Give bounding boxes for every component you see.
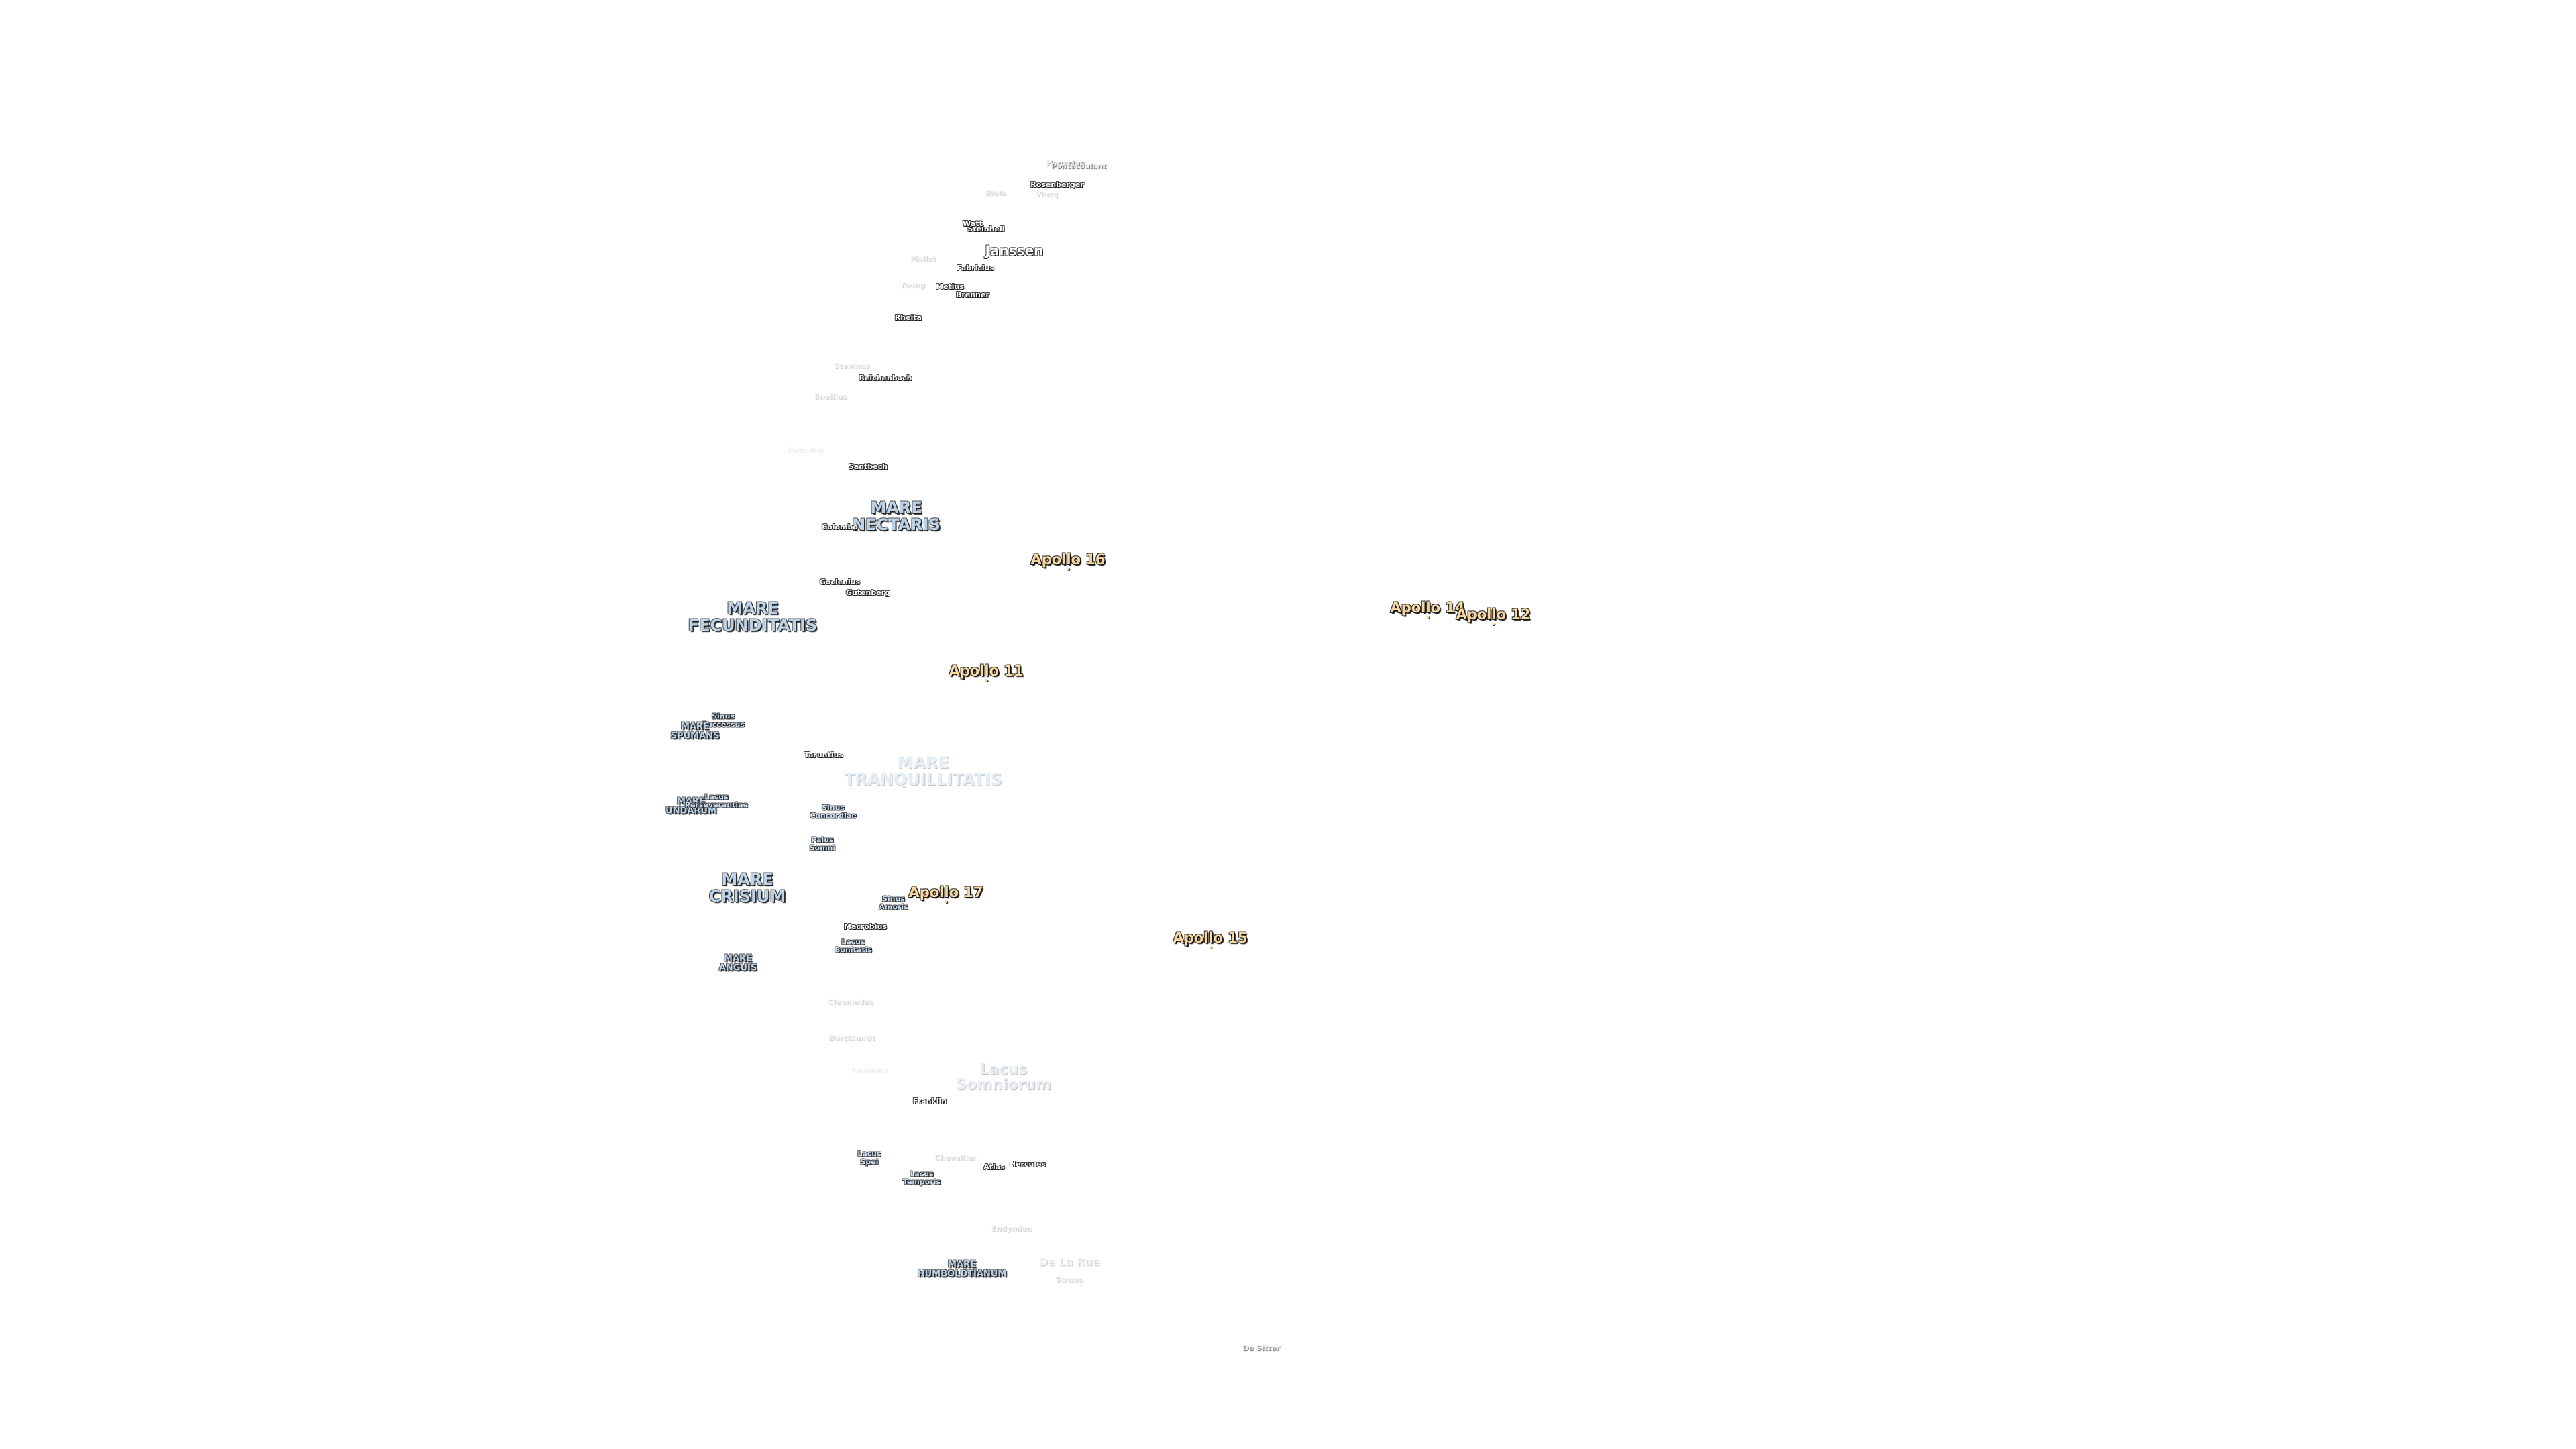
feature-label-lacus-somniorum: Lacus Somniorum — [956, 1061, 1051, 1093]
feature-label-pontecoulant: Pontécoulant — [1051, 162, 1107, 171]
landing-site-label: Apollo 16 — [1030, 551, 1106, 568]
feature-label-cleomedes: Cleomedes — [828, 998, 873, 1007]
feature-label-sinus-successus: Sinus Successus — [702, 712, 745, 729]
feature-label-hercules: Hercules — [1009, 1160, 1046, 1169]
landing-site-apollo-16[interactable]: Apollo 16 — [1030, 551, 1106, 571]
feature-label-rheita: Rheita — [894, 313, 922, 323]
landing-site-apollo-14[interactable]: Apollo 14 — [1390, 599, 1465, 619]
feature-label-taruntius: Taruntius — [804, 751, 844, 760]
feature-label-strabo: Strabo — [1055, 1275, 1083, 1285]
feature-label-stevinus: Stevinus — [834, 362, 870, 371]
landing-site-marker-icon — [1491, 623, 1495, 626]
feature-label-mare-humboldtianum: MARE HUMBOLDTIANUM — [917, 1259, 1007, 1279]
feature-label-lacus-spei: Lacus Spei — [857, 1149, 881, 1166]
feature-label-sinus-concordiae: Sinus Concordiae — [810, 803, 857, 820]
landing-site-marker-icon — [1426, 616, 1429, 619]
feature-label-mare-tranquillitatis: MARE TRANQUILLITATIS — [844, 753, 1002, 789]
feature-label-janssen: Janssen — [985, 242, 1044, 259]
feature-label-chevallier: Chevallier — [934, 1153, 977, 1163]
feature-label-mare-crisium: MARE CRISIUM — [708, 869, 786, 906]
feature-label-franklin: Franklin — [912, 1097, 947, 1106]
landing-site-marker-icon — [1208, 946, 1212, 949]
landing-site-apollo-17[interactable]: Apollo 17 — [908, 883, 983, 904]
feature-label-fabricius: Fabricius — [956, 264, 995, 273]
landing-site-marker-icon — [944, 900, 947, 904]
feature-label-sinus-amoris: Sinus Amoris — [879, 894, 908, 911]
feature-label-de-sitter: De Sitter — [1242, 1344, 1280, 1353]
feature-label-lacus-bonitatis: Lacus Bonitatis — [835, 937, 872, 954]
feature-label-santbech: Santbech — [848, 462, 888, 472]
feature-label-young: Young — [899, 281, 926, 290]
landing-site-marker-icon — [1066, 568, 1069, 571]
feature-label-macrobius: Macrobius — [844, 922, 887, 932]
feature-label-gutenberg: Gutenberg — [845, 588, 891, 598]
feature-label-mare-nectaris: MARE NECTARIS — [852, 498, 941, 534]
landing-site-apollo-11[interactable]: Apollo 11 — [949, 662, 1024, 682]
landing-site-apollo-15[interactable]: Apollo 15 — [1173, 929, 1248, 949]
feature-label-steinheil: Steinheil — [967, 225, 1005, 234]
feature-label-watt: Watt — [963, 219, 983, 229]
landing-site-label: Apollo 15 — [1173, 929, 1248, 946]
feature-label-geminus: Geminus — [851, 1066, 888, 1075]
feature-label-burckhardt: Burckhardt — [828, 1034, 875, 1043]
feature-label-reichenbach: Reichenbach — [859, 374, 912, 383]
feature-label-mare-fecunditatis: MARE FECUNDITATIS — [688, 598, 818, 635]
landing-site-label: Apollo 12 — [1456, 606, 1531, 623]
feature-label-mallet: Mallet — [910, 254, 936, 264]
feature-label-hagecius: Hagecius — [1046, 159, 1085, 168]
feature-label-lacus-perseverantiae: Lacus Perseverantiae — [684, 792, 749, 809]
feature-label-goclenius: Goclenius — [819, 578, 861, 587]
feature-label-snellius: Snellius — [814, 392, 847, 402]
feature-label-de-la-rue: De La Rue — [1038, 1255, 1100, 1269]
feature-label-mare-anguis: MARE ANGUIS — [718, 953, 757, 973]
feature-label-vlacq: Vlacq — [1034, 190, 1059, 199]
landing-site-marker-icon — [984, 679, 987, 682]
landing-site-label: Apollo 11 — [949, 662, 1024, 679]
feature-label-lacus-temporis: Lacus Temporis — [902, 1169, 941, 1186]
feature-label-biela: Biela — [985, 189, 1006, 198]
feature-label-palus-somni: Palus Somni — [809, 835, 836, 852]
feature-label-petavius: Petavius — [787, 446, 823, 455]
feature-label-mare-undarum: MARE UNDARUM — [665, 796, 716, 816]
feature-label-metius: Metius — [936, 282, 964, 292]
landing-site-label: Apollo 17 — [908, 883, 983, 900]
feature-label-colombo: Colombo — [822, 523, 858, 532]
feature-label-atlas: Atlas — [983, 1163, 1005, 1172]
feature-label-brenner: Brenner — [956, 290, 989, 300]
feature-label-endymion: Endymion — [991, 1224, 1032, 1234]
landing-site-label: Apollo 14 — [1390, 599, 1465, 616]
feature-label-rosenberger: Rosenberger — [1030, 180, 1084, 190]
feature-label-mare-spumans: MARE SPUMANS — [670, 721, 720, 741]
landing-site-apollo-12[interactable]: Apollo 12 — [1456, 606, 1531, 626]
